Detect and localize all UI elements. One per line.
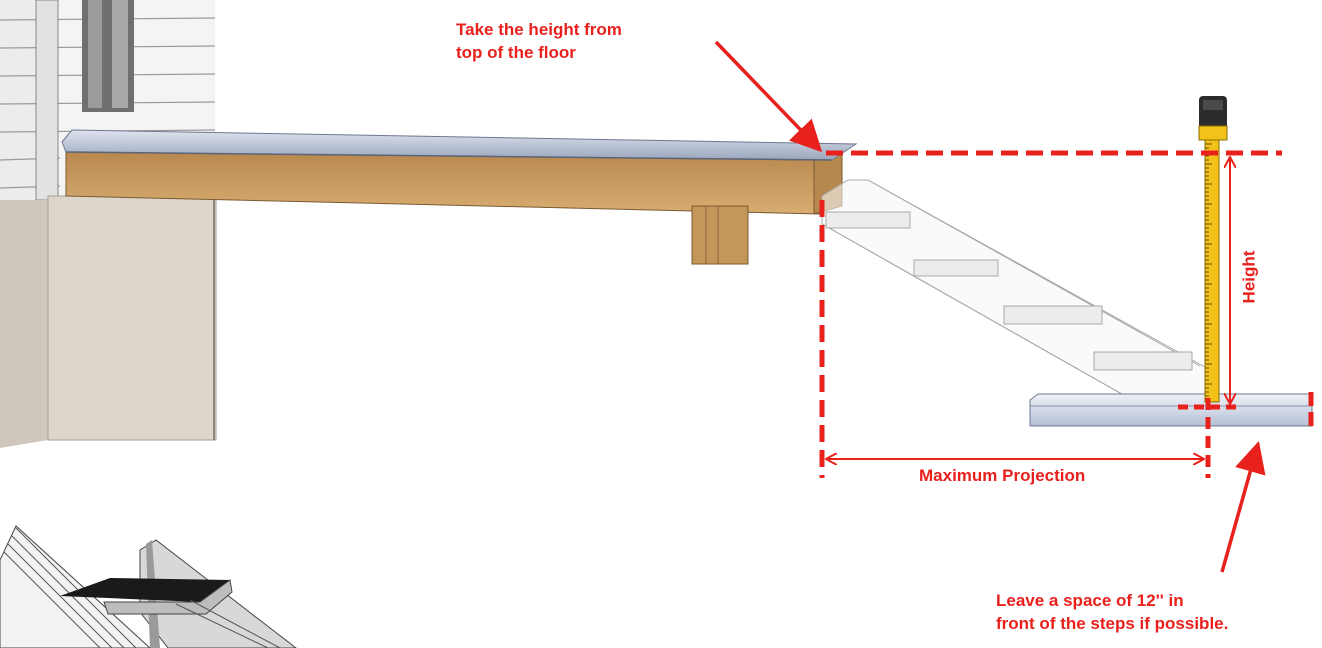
arrows: [714, 40, 1266, 573]
tape-measure-icon: [1198, 96, 1228, 403]
floor-height-note-line-1: Take the height from: [456, 20, 622, 39]
measurement-guides: [819, 150, 1314, 478]
front-space-note-line-1: Leave a space of 12'' in: [996, 591, 1184, 610]
space-pointer-arrow: [1220, 440, 1266, 573]
foundation-wall: [0, 195, 217, 448]
landing-slab: [1029, 393, 1313, 427]
height-label: Height: [1239, 250, 1259, 304]
staircase-ghost: [821, 179, 1215, 411]
maximum-projection-label: Maximum Projection: [919, 466, 1086, 485]
stair-thumbnail-illustration: [0, 525, 297, 648]
front-space-note: Leave a space of 12'' in front of the st…: [996, 589, 1228, 635]
floor-height-note-line-2: top of the floor: [456, 43, 576, 62]
floor-height-note: Take the height from top of the floor: [456, 18, 622, 64]
deck-platform: [61, 129, 858, 265]
floor-pointer-arrow: [714, 40, 823, 153]
house-siding-illustration: [0, 0, 216, 201]
front-space-note-line-2: front of the steps if possible.: [996, 614, 1229, 633]
